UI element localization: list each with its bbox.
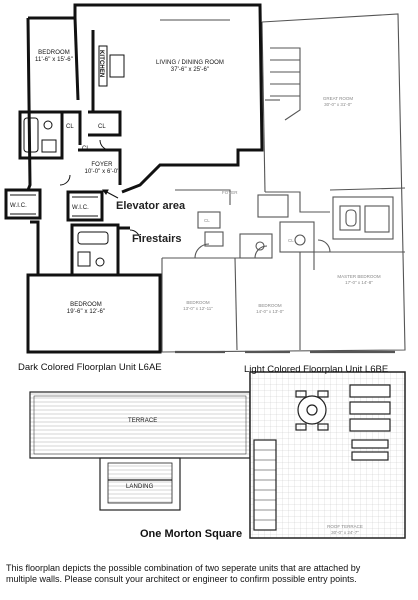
room-label-master-bedroom: MASTER BEDROOM 17'-0" x 14'-8" xyxy=(337,274,381,285)
room-name: LIVING / DINING ROOM xyxy=(155,60,224,66)
callout-elevator-area: Elevator area xyxy=(116,200,186,212)
room-name: FOYER xyxy=(91,162,113,168)
room-label-closet-1: CL xyxy=(66,124,74,130)
building-name: One Morton Square xyxy=(140,528,243,540)
room-name: KITCHEN xyxy=(98,50,104,78)
room-name: BEDROOM xyxy=(70,302,102,308)
room-label-light-closet-b: CL xyxy=(288,238,294,243)
footer-line-1: This floorplan depicts the possible comb… xyxy=(6,563,361,573)
room-size: 19'-6" x 12'-6" xyxy=(66,309,106,315)
room-label-bedroom-1: BEDROOM 11'-6" x 15'-6" xyxy=(32,50,76,64)
room-name: BEDROOM xyxy=(38,50,70,56)
roof-terrace-label: ROOF TERRACE 30'-0" x 24'-7" xyxy=(327,524,363,535)
terrace-plan xyxy=(29,371,406,539)
dark-unit-fixtures xyxy=(10,19,230,267)
landing-label: LANDING xyxy=(126,484,154,490)
footer-disclaimer: This floorplan depicts the possible comb… xyxy=(6,563,360,585)
room-label-wic-2: W.I.C. xyxy=(72,205,89,211)
room-size: 37'-6" x 25'-6" xyxy=(170,67,210,73)
room-label-kitchen: KITCHEN xyxy=(97,50,104,77)
room-label-wic-1: W.I.C. xyxy=(10,203,27,209)
light-unit-walls xyxy=(161,13,406,354)
room-label-great-room: GREAT ROOM 30'-0" x 31'-0" xyxy=(322,96,354,107)
room-label-light-foyer: FOYER xyxy=(222,190,238,195)
room-label-bedroom-b: BEDROOM 14'-0" x 13'-0" xyxy=(256,303,284,314)
room-label-bedroom-2: BEDROOM 19'-6" x 12'-6" xyxy=(60,302,112,316)
footer-line-2: multiple walls. Please consult your arch… xyxy=(6,574,357,584)
room-label-living-dining: LIVING / DINING ROOM 37'-6" x 25'-6" xyxy=(150,60,230,74)
room-label-foyer: FOYER 10'-0" x 6'-0" xyxy=(80,162,124,176)
terrace-label: TERRACE xyxy=(128,418,158,424)
callout-firestairs: Firestairs xyxy=(132,233,182,245)
room-size: 11'-6" x 15'-6" xyxy=(35,57,73,63)
dark-unit-walls xyxy=(4,3,264,354)
caption-dark-unit: Dark Colored Floorplan Unit L6AE xyxy=(18,362,162,373)
room-label-closet-3: CL xyxy=(98,124,106,130)
room-label-closet-2: CL xyxy=(82,146,90,152)
room-label-bedroom-a: BEDROOM 13'-0" x 12'-11" xyxy=(183,300,213,311)
caption-light-unit: Light Colored Floorplan Unit L6BE xyxy=(244,364,389,375)
callout-arrows xyxy=(102,189,119,199)
room-label-light-closet-a: CL xyxy=(204,218,210,223)
room-size: 10'-0" x 6'-0" xyxy=(84,169,120,175)
